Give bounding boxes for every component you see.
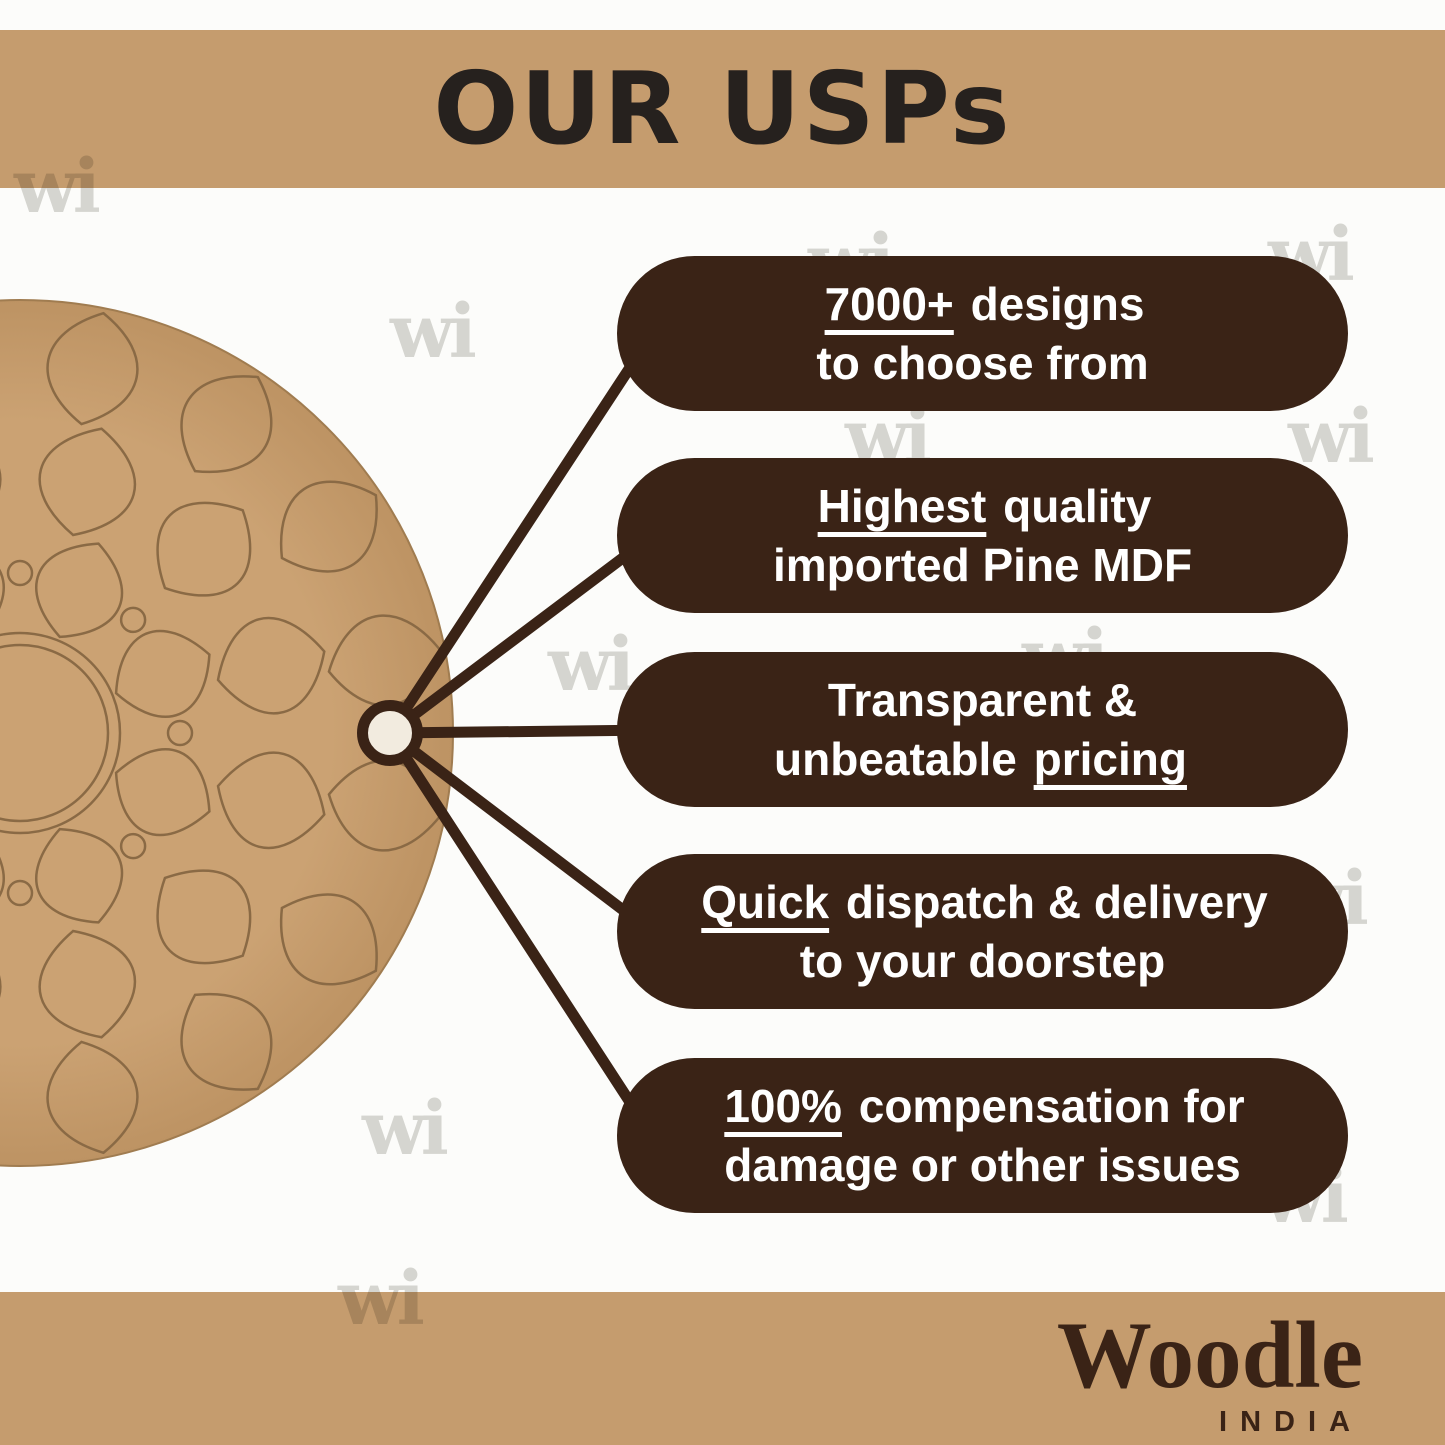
usp-line: to choose from: [816, 336, 1149, 389]
header-band: OUR USPs: [0, 30, 1445, 188]
usp-pill-designs: 7000+ designs to choose from: [617, 256, 1348, 411]
mandala-pattern: [0, 311, 442, 1155]
usp-line: Transparent &: [827, 673, 1138, 726]
usp-line: 100% compensation for: [724, 1079, 1245, 1132]
hub-node: [357, 700, 423, 766]
page-title: OUR USPs: [433, 50, 1012, 167]
watermark-logo: wi: [338, 1256, 425, 1342]
usp-line: Highest quality: [817, 479, 1152, 532]
usp-line: unbeatable pricing: [774, 732, 1187, 785]
usp-line: imported Pine MDF: [772, 538, 1193, 591]
brand-name: Woodle: [1056, 1302, 1363, 1408]
usp-pill-compensation: 100% compensation for damage or other is…: [617, 1058, 1348, 1213]
brand-logo: Woodle INDIA: [1057, 1308, 1363, 1439]
usp-line: to your doorstep: [799, 934, 1166, 987]
brand-country: INDIA: [1219, 1406, 1363, 1438]
watermark-logo: wi: [14, 144, 101, 230]
usp-pill-quality: Highest quality imported Pine MDF: [617, 458, 1348, 613]
usp-line: Quick dispatch & delivery: [701, 875, 1268, 928]
usp-line: 7000+ designs: [824, 277, 1145, 330]
usp-pill-pricing: Transparent & unbeatable pricing: [617, 652, 1348, 807]
watermark-logo: wi: [548, 622, 635, 708]
watermark-logo: wi: [1288, 394, 1375, 480]
usp-line: damage or other issues: [724, 1138, 1241, 1191]
usp-pill-dispatch: Quick dispatch & delivery to your doorst…: [617, 854, 1348, 1009]
mandala-board: [0, 299, 454, 1167]
footer-band: Woodle INDIA: [0, 1292, 1445, 1445]
